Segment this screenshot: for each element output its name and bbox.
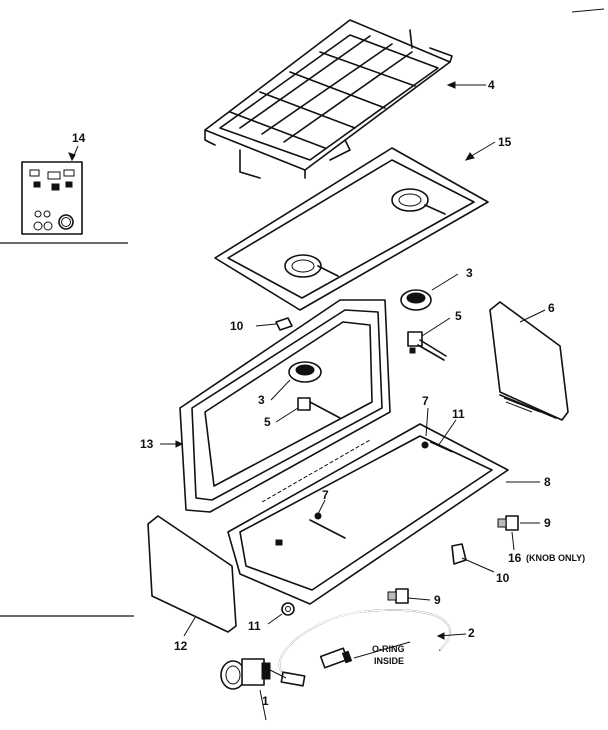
grommet <box>281 602 295 616</box>
callout-13: 13 <box>140 437 154 451</box>
callout-5-lid: 5 <box>264 415 271 429</box>
clip-upper <box>275 317 293 331</box>
callout-2: 2 <box>468 626 475 640</box>
callout-15: 15 <box>498 135 512 149</box>
callout-10-lower: 10 <box>496 571 510 585</box>
gas-hose <box>278 609 451 687</box>
callout-7-lower: 7 <box>322 488 329 502</box>
callout-11-upper: 11 <box>452 407 465 421</box>
knob-only-note: (KNOB ONLY) <box>526 553 585 563</box>
oring-note-line1: O-RING <box>372 644 405 654</box>
callout-1: 1 <box>262 694 269 708</box>
oring-note-line2: INSIDE <box>374 656 404 666</box>
callout-8: 8 <box>544 475 551 489</box>
callout-5-right: 5 <box>455 309 462 323</box>
side-shelf-right <box>489 301 569 421</box>
callout-3-right: 3 <box>466 266 473 280</box>
callout-7-upper: 7 <box>422 394 429 408</box>
side-shelf-left <box>147 515 237 633</box>
callout-14: 14 <box>72 131 86 145</box>
callout-11-lower: 11 <box>248 619 261 633</box>
callout-4: 4 <box>488 78 495 92</box>
callout-9-lower: 9 <box>434 593 441 607</box>
control-knob-lower <box>387 588 409 604</box>
control-knob-right <box>497 515 519 531</box>
burner-top-pan <box>214 147 489 311</box>
callout-3-lid: 3 <box>258 393 265 407</box>
valve-right <box>407 331 447 361</box>
parts-kit-card <box>21 161 83 235</box>
regulator-connector <box>220 658 271 690</box>
lid <box>179 299 391 513</box>
callout-9-right: 9 <box>544 516 551 530</box>
clip-lower <box>451 543 467 565</box>
base-pan <box>227 423 509 605</box>
corner-mark <box>571 8 605 13</box>
callout-6: 6 <box>548 301 555 315</box>
burner-head-right <box>400 289 432 311</box>
callout-10-upper: 10 <box>230 319 244 333</box>
wire-grate <box>204 19 453 179</box>
callout-16: 16 <box>508 551 522 565</box>
callout-12: 12 <box>174 639 188 653</box>
